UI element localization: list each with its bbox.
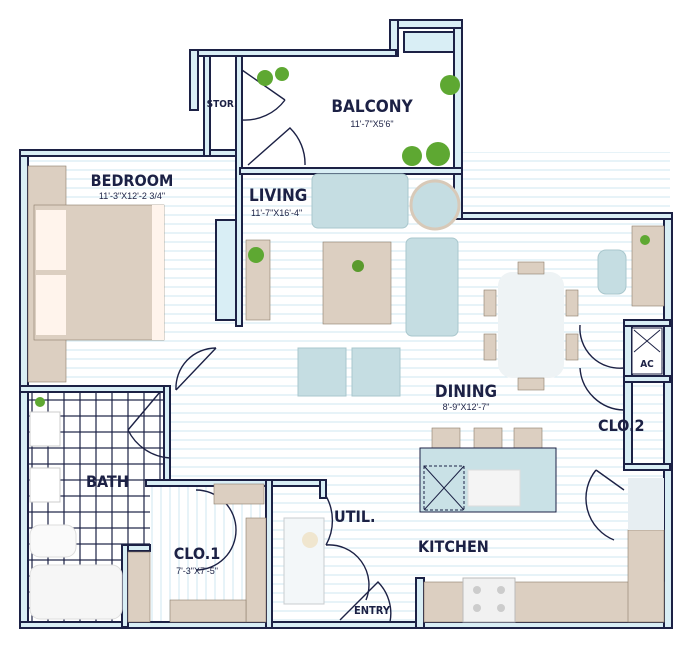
closet1-dimensions: 7'-3"X7'-5" (176, 566, 218, 576)
ac-label: AC (640, 359, 654, 370)
bath-fixtures (29, 411, 123, 620)
entry-label: ENTRY (354, 604, 391, 617)
bath-label: BATH (86, 472, 129, 491)
bedroom-label: BEDROOM (91, 171, 174, 190)
utility-label: UTIL. (334, 507, 376, 526)
kitchen-label: KITCHEN (418, 537, 489, 556)
living-furniture (245, 173, 461, 397)
balcony-label: BALCONY (331, 97, 413, 117)
storage-label: STOR. (207, 99, 238, 110)
balcony-dimensions: 11'-7"X5'6" (350, 119, 393, 129)
dining-label: DINING (435, 382, 497, 402)
living-dimensions: 11'-7"X16'-4" (251, 208, 302, 218)
kitchen-fixtures (127, 427, 665, 623)
walls (19, 19, 673, 629)
living-label: LIVING (249, 186, 307, 206)
plant-icons (35, 67, 650, 407)
bedroom-furniture (27, 165, 165, 383)
dining-furniture (483, 225, 665, 391)
closet2-label: CLO.2 (598, 416, 645, 435)
bedroom-dimensions: 11'-3"X12'-2 3/4" (99, 191, 165, 201)
closet1-label: CLO.1 (174, 544, 221, 563)
dining-dimensions: 8'-9"X12'-7" (443, 402, 490, 412)
